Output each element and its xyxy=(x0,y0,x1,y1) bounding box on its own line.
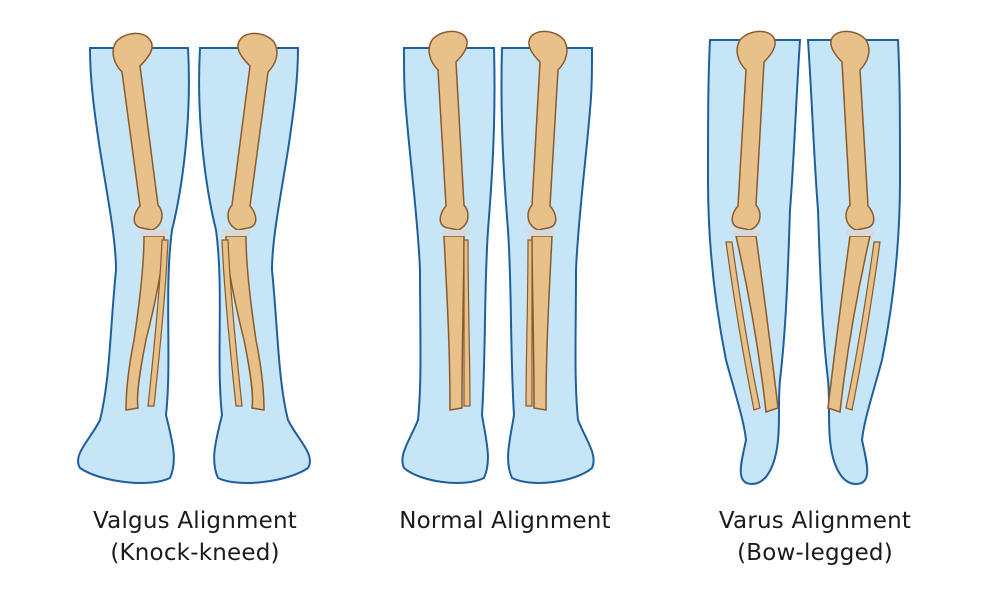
caption-normal-title: Normal Alignment xyxy=(399,508,611,534)
left-knee-cartilage xyxy=(732,230,760,236)
varus-legs-illustration xyxy=(706,30,902,486)
caption-varus-subtitle: (Bow-legged) xyxy=(737,540,893,566)
normal-legs-illustration xyxy=(401,30,595,484)
right-tibia xyxy=(225,235,265,411)
caption-valgus: Valgus Alignment (Knock-kneed) xyxy=(60,505,330,569)
right-fibula xyxy=(525,239,533,407)
right-femur xyxy=(527,30,568,231)
left-fibula xyxy=(463,239,471,407)
caption-normal: Normal Alignment xyxy=(370,505,640,537)
right-femur xyxy=(830,30,875,231)
right-femur xyxy=(227,32,278,231)
left-femur xyxy=(731,30,776,231)
left-femur xyxy=(428,30,469,231)
left-knee-cartilage xyxy=(140,230,168,236)
left-tibia xyxy=(735,235,779,414)
right-knee-cartilage xyxy=(222,230,250,236)
right-leg-outline xyxy=(198,47,311,484)
left-fibula xyxy=(725,241,761,411)
left-femur xyxy=(112,32,163,231)
panel-valgus: Valgus Alignment (Knock-kneed) xyxy=(60,0,330,613)
caption-varus-title: Varus Alignment xyxy=(718,508,912,534)
caption-varus: Varus Alignment (Bow-legged) xyxy=(690,505,940,569)
right-knee-cartilage xyxy=(526,230,554,236)
left-tibia xyxy=(125,235,165,411)
panel-normal: Normal Alignment xyxy=(370,0,640,613)
right-knee-cartilage xyxy=(846,230,874,236)
panel-varus: Varus Alignment (Bow-legged) xyxy=(690,0,940,613)
right-fibula xyxy=(845,241,881,411)
right-fibula xyxy=(221,239,243,407)
right-tibia xyxy=(827,235,871,414)
valgus-legs-illustration xyxy=(77,32,311,484)
caption-valgus-subtitle: (Knock-kneed) xyxy=(110,540,280,566)
left-knee-cartilage xyxy=(442,230,470,236)
caption-valgus-title: Valgus Alignment xyxy=(93,508,297,534)
left-leg-outline xyxy=(77,47,190,484)
left-fibula xyxy=(147,239,169,407)
